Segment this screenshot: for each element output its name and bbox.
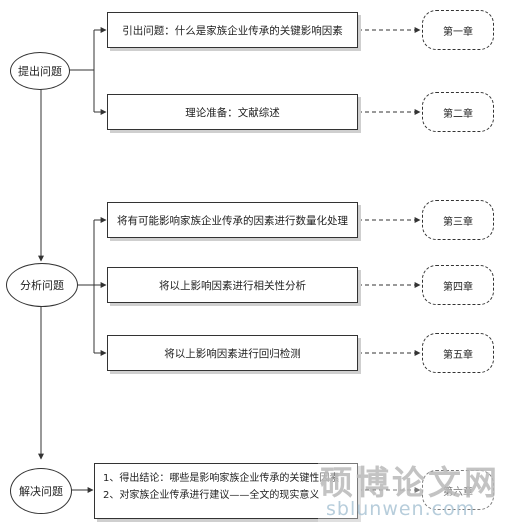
step-quantify-box: 将有可能影响家族企业传承的因素进行数量化处理 [107,202,358,238]
conclusion-line-2: 2、对家族企业传承进行建议——全文的现实意义 [103,490,320,501]
chapter-4-node: 第四章 [422,265,494,305]
step-intro-box: 引出问题：什么是家族企业传承的关键影响因素 [107,12,358,48]
chapter-4-label: 第四章 [443,281,473,293]
chapter-6-node: 第六章 [422,470,494,510]
stage-analyze-node: 分析问题 [6,263,78,307]
step-correlation-label: 将以上影响因素进行相关性分析 [159,279,306,292]
step-theory-label: 理论准备：文献综述 [185,106,280,119]
watermark-url: sblunwen.com [326,498,476,520]
conclusion-line-1: 1、得出结论：哪些是影响家族企业传承的关键性因素 [103,473,340,484]
chapter-1-node: 第一章 [422,10,494,50]
step-quantify-label: 将有可能影响家族企业传承的因素进行数量化处理 [117,214,348,227]
chapter-5-node: 第五章 [422,333,494,373]
chapter-2-label: 第二章 [443,108,473,120]
chapter-3-label: 第三章 [443,216,473,228]
step-theory-box: 理论准备：文献综述 [107,94,358,130]
stage-propose-label: 提出问题 [18,65,62,78]
stage-solve-label: 解决问题 [19,485,63,498]
chapter-5-label: 第五章 [443,349,473,361]
step-intro-label: 引出问题：什么是家族企业传承的关键影响因素 [122,24,343,37]
step-regression-box: 将以上影响因素进行回归检测 [107,335,358,371]
conclusion-box: 1、得出结论：哪些是影响家族企业传承的关键性因素 2、对家族企业传承进行建议——… [94,463,358,519]
chapter-1-label: 第一章 [443,26,473,38]
chapter-3-node: 第三章 [422,200,494,240]
step-regression-label: 将以上影响因素进行回归检测 [164,347,301,360]
stage-solve-node: 解决问题 [10,468,72,514]
watermark-chinese: 硕博论文网 [320,463,500,502]
stage-analyze-label: 分析问题 [20,279,64,292]
chapter-6-label: 第六章 [443,486,473,498]
watermark: 硕博论文网 sblunwen.com [318,456,504,526]
stage-propose-node: 提出问题 [10,52,70,90]
chapter-2-node: 第二章 [422,92,494,132]
step-correlation-box: 将以上影响因素进行相关性分析 [107,267,358,303]
